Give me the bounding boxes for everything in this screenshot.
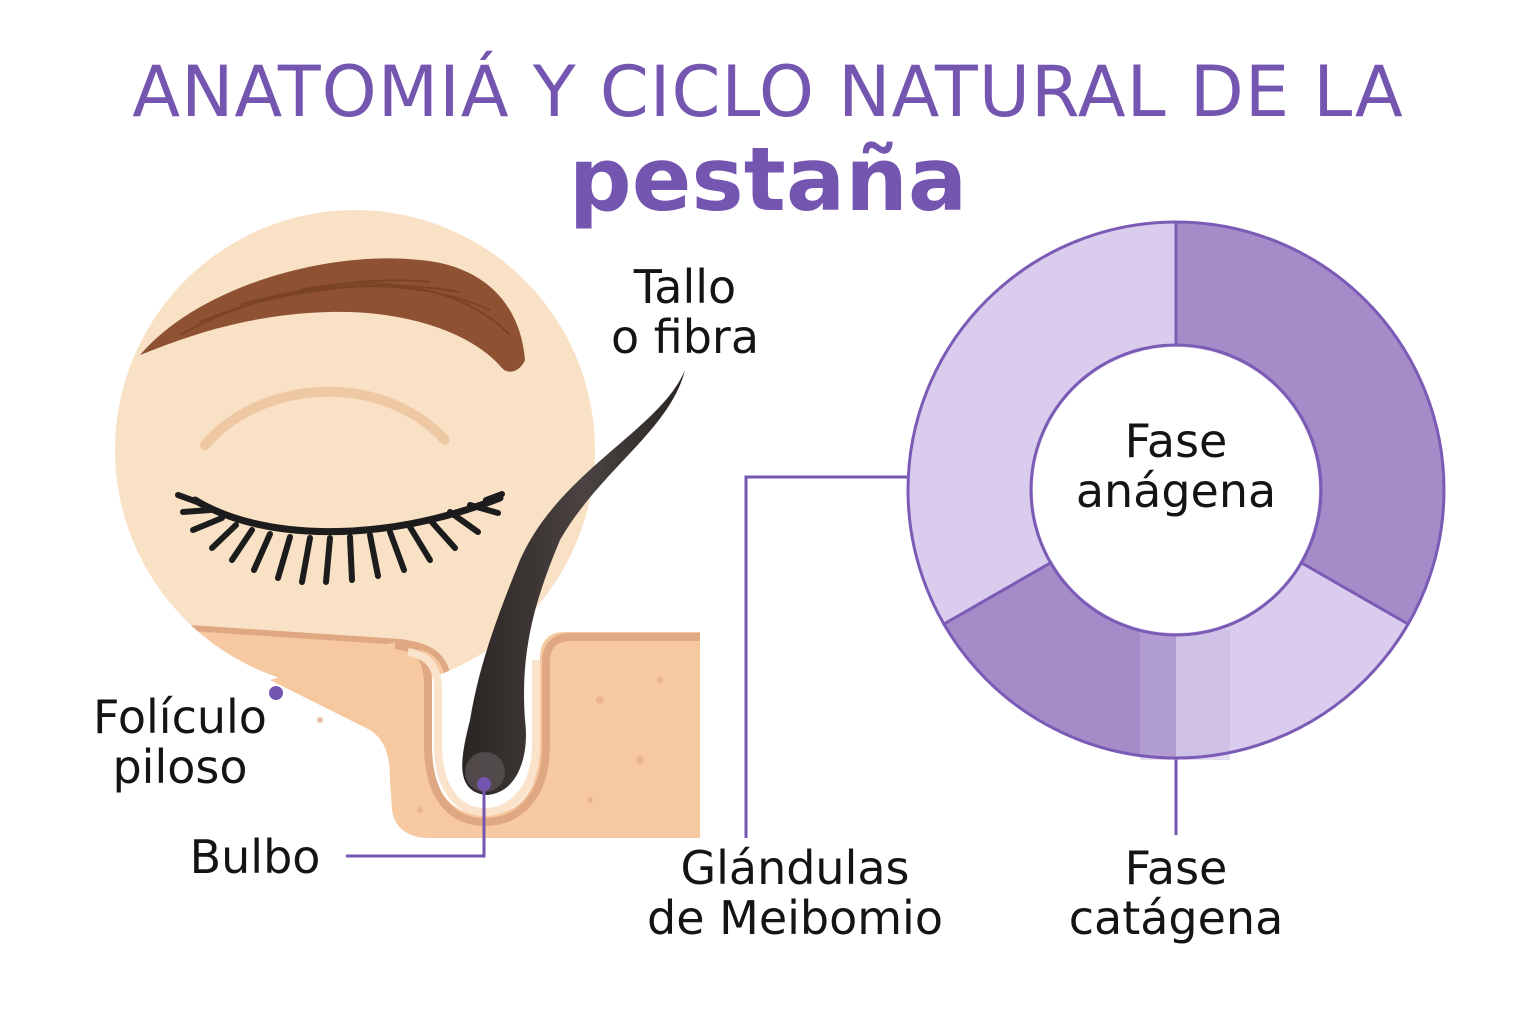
skin-cross-section bbox=[270, 632, 700, 838]
cycle-donut bbox=[906, 220, 1446, 760]
title-line2: pestaña bbox=[568, 128, 968, 231]
segment-anagena bbox=[1176, 222, 1444, 624]
segment-catagena bbox=[944, 562, 1176, 758]
foliculo-dot bbox=[269, 686, 283, 700]
glandulas-connector bbox=[744, 475, 955, 838]
lashes bbox=[175, 491, 505, 585]
bulbo-dot bbox=[477, 777, 491, 791]
bulb bbox=[465, 752, 505, 792]
label-glandulas: Glándulas de Meibomio bbox=[647, 841, 943, 945]
label-fase-catagena: Fase catágena bbox=[1068, 841, 1284, 945]
title-line1: ANATOMIÁ Y CICLO NATURAL DE LA bbox=[132, 51, 1404, 133]
eyebrow bbox=[140, 258, 525, 372]
segment-telogena bbox=[1176, 562, 1408, 758]
lash-hair bbox=[462, 370, 685, 795]
bulbo-connector bbox=[346, 784, 486, 858]
label-tallo: Tallo o fibra bbox=[610, 260, 760, 364]
label-fase-anagena: Fase anágena bbox=[1075, 414, 1277, 518]
label-foliculo: Folículo piloso bbox=[93, 690, 267, 794]
eyelid-crease bbox=[200, 386, 450, 450]
label-bulbo: Bulbo bbox=[189, 830, 321, 884]
